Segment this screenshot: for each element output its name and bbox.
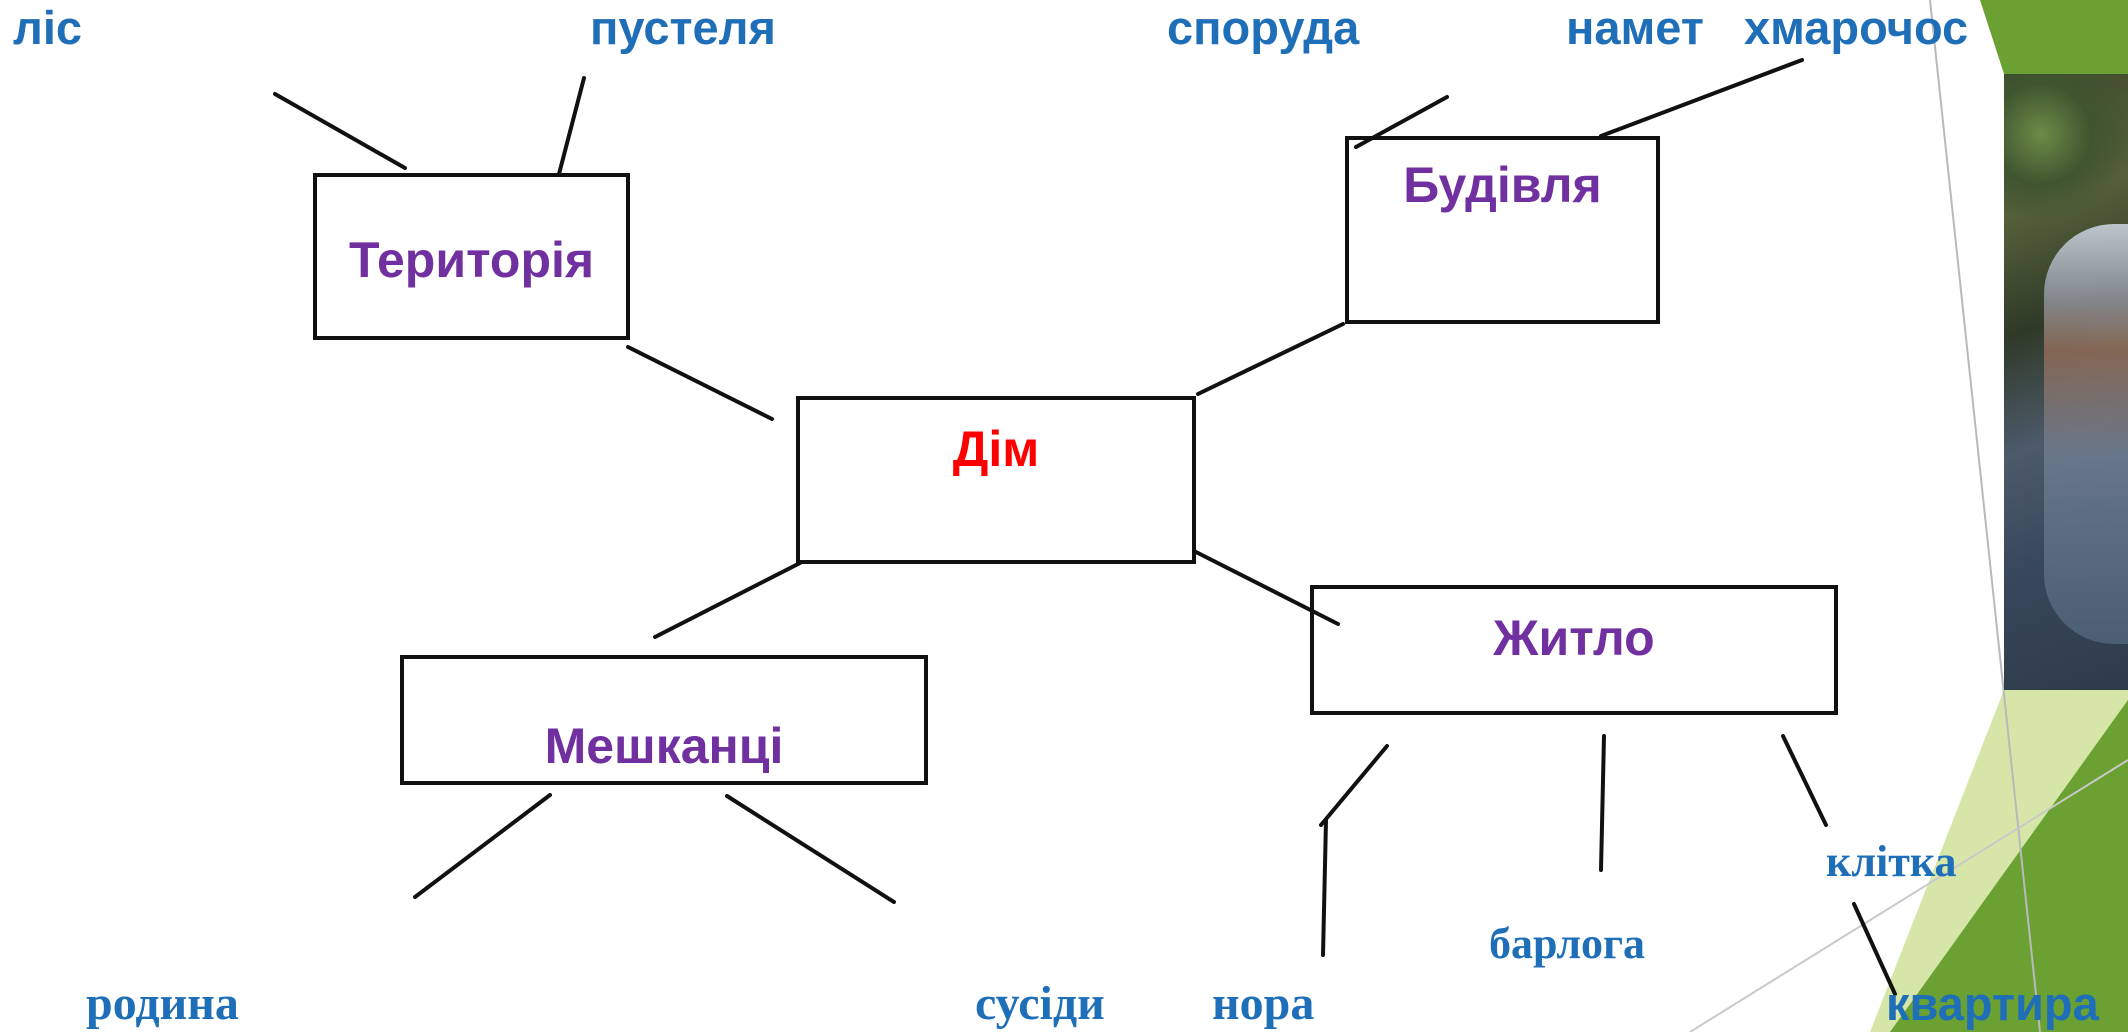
person-photo [2004,74,2128,690]
territory-label: Територія [348,232,595,288]
dwelling-box: Житло [1310,585,1838,715]
leaf-skyscraper: хмарочос [1744,1,1969,54]
territory-box: Територія [313,173,630,340]
green-panel-top [1980,0,2128,74]
green-panel-dark [1890,700,2128,1032]
line-tent-building [1599,58,1804,138]
leaf-apartment: квартира [1886,977,2099,1030]
leaf-den: барлога [1489,919,1646,968]
leaf-desert: пустеля [590,1,776,54]
line-forest-territory [273,92,407,170]
residents-box: Мешканці [400,655,928,785]
photo-foliage [2004,74,2128,224]
photo-person [2044,224,2128,644]
line-building-center [1196,322,1345,396]
line-territory-center [626,345,774,421]
building-box: Будівля [1345,136,1660,324]
leaf-cage: клітка [1826,837,1957,886]
leaf-tent: намет [1566,1,1704,54]
center-label: Дім [952,421,1040,477]
line-dwelling-burrow-a [1319,744,1389,827]
line-center-dwelling [1192,549,1340,626]
line-center-residents [653,561,802,639]
dwelling-label: Житло [1493,610,1655,666]
line-dwelling-burrow-b [1321,818,1328,957]
residents-label: Мешканці [544,718,784,774]
thin-gray-line-1 [1929,0,2041,1032]
leaf-neighbors: сусіди [975,977,1105,1030]
center-box: Дім [796,396,1196,564]
thin-gray-line-2 [1689,759,2128,1032]
leaf-burrow: нора [1212,977,1315,1030]
line-desert-territory [557,76,586,176]
line-cage-apartment [1852,902,1897,996]
leaf-forest: ліс [13,1,83,54]
line-dwelling-cage [1781,734,1828,827]
leaf-structure: споруда [1167,1,1360,54]
line-residents-neighbors [725,794,896,904]
building-label: Будівля [1403,157,1602,213]
leaf-family: родина [86,977,239,1030]
line-residents-family [413,793,552,899]
line-dwelling-den [1599,734,1606,872]
